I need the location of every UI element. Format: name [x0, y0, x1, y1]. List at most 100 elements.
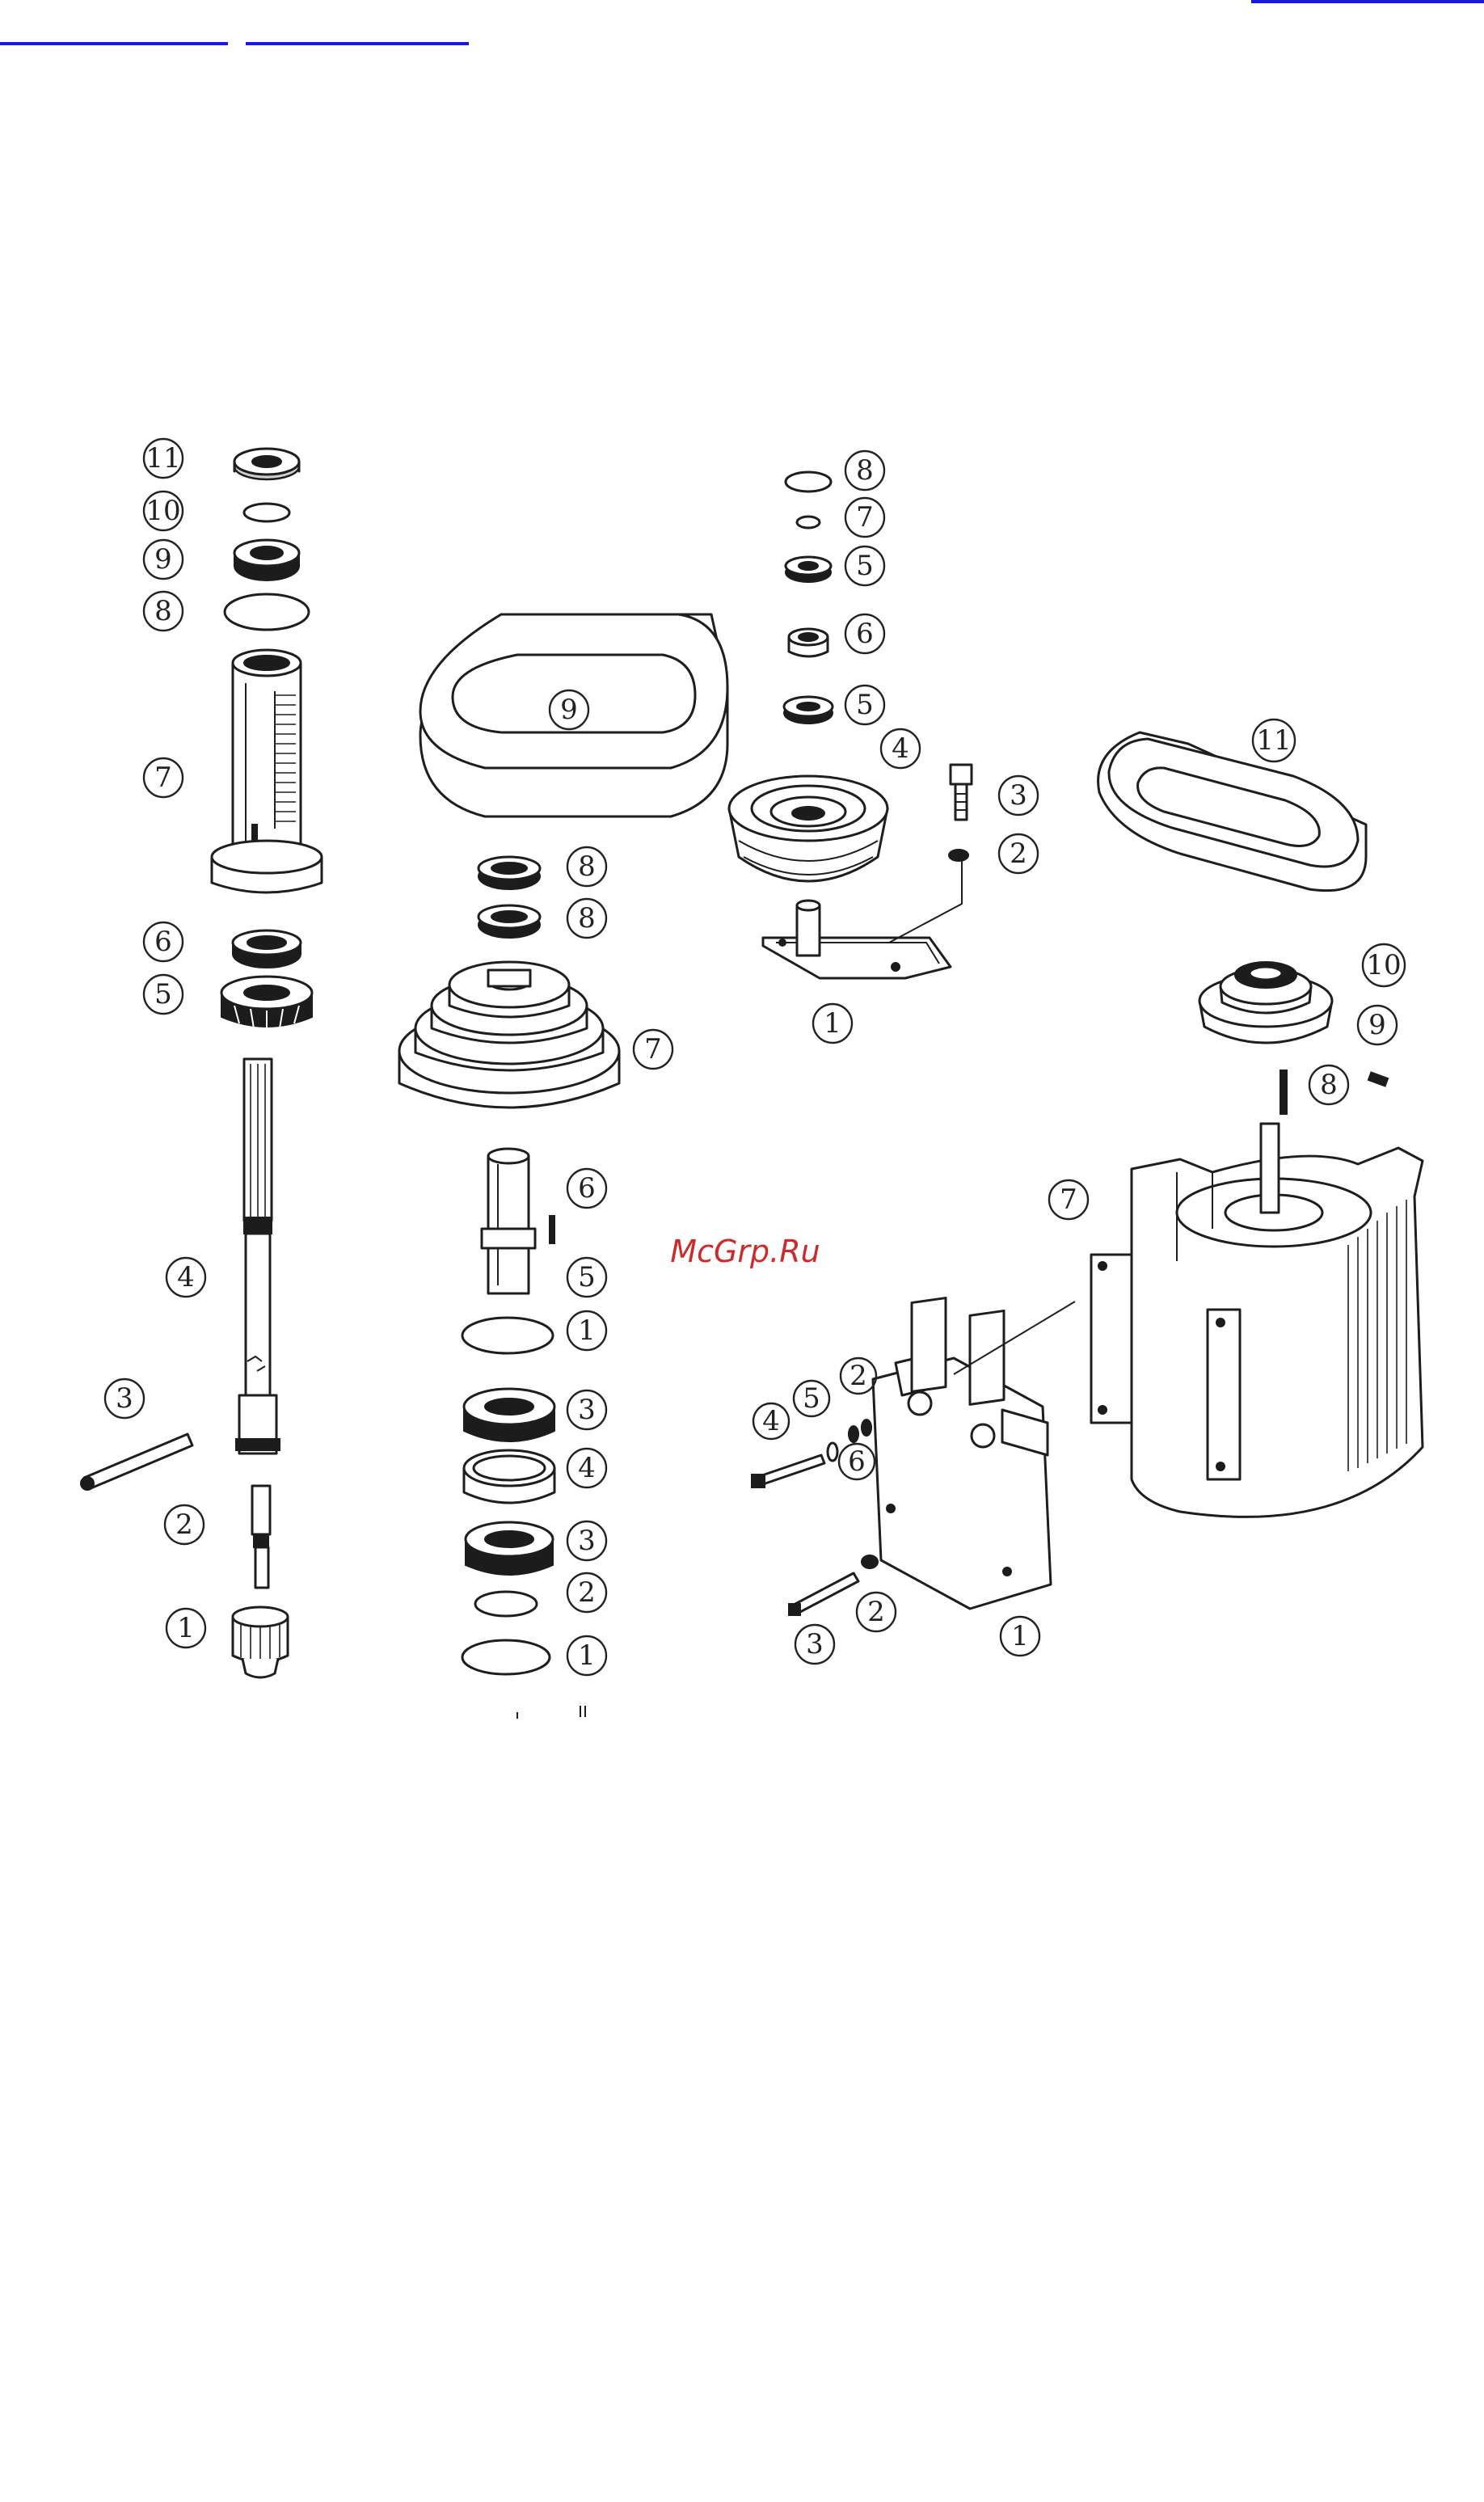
callout: 8 — [567, 847, 606, 886]
svg-text:5: 5 — [856, 550, 874, 582]
spindle-part-5-bearing — [221, 977, 312, 1030]
svg-text:9: 9 — [154, 543, 172, 576]
svg-text:3: 3 — [578, 1525, 596, 1557]
spindle-part-2-arbor — [252, 1486, 270, 1588]
svg-text:3: 3 — [1010, 779, 1027, 812]
motor-part-3-bolt — [789, 1573, 858, 1615]
svg-text:8: 8 — [578, 850, 596, 883]
callout: 1 — [567, 1311, 606, 1350]
spindle-part-4-shaft — [236, 1059, 280, 1454]
svg-text:9: 9 — [560, 694, 578, 726]
callout: 6 — [144, 922, 183, 961]
svg-text:6: 6 — [856, 618, 874, 650]
svg-text:7: 7 — [154, 762, 172, 794]
callout: 8 — [567, 899, 606, 938]
svg-text:1: 1 — [177, 1612, 195, 1644]
svg-text:1: 1 — [824, 1007, 841, 1040]
svg-text:3: 3 — [806, 1628, 824, 1660]
svg-text:1: 1 — [1011, 1620, 1029, 1652]
pulley-part-6-key — [550, 1216, 554, 1243]
pulley-part-5-sleeve — [482, 1149, 535, 1293]
spindle-part-10-washer — [244, 504, 289, 521]
idler-part-4-pulley — [729, 776, 887, 881]
motor-part-8-key — [1280, 1070, 1287, 1114]
motor-part-4-bolt — [752, 1455, 824, 1487]
spindle-part-6-bearing — [233, 930, 301, 968]
svg-text:3: 3 — [578, 1394, 596, 1426]
pulley-part-7-stepped-pulley — [399, 962, 619, 1108]
pulley-callouts: 9 8 8 7 6 5 1 3 4 3 2 1 — [550, 690, 672, 1675]
svg-text:10: 10 — [145, 495, 180, 527]
svg-text:5: 5 — [154, 978, 172, 1011]
spindle-part-11-nut — [234, 449, 299, 479]
callout: 1 — [1001, 1617, 1039, 1656]
motor-part-2-nut — [849, 1426, 858, 1442]
svg-text:8: 8 — [856, 454, 874, 487]
motor-part-2-nut — [862, 1555, 878, 1568]
callout: 3 — [999, 776, 1038, 815]
callout: 3 — [795, 1625, 834, 1664]
callout: 5 — [845, 686, 884, 724]
pulley-part-3-bearing — [464, 1389, 554, 1441]
idler-part-8-ring — [786, 472, 831, 492]
callout: 4 — [567, 1449, 606, 1487]
spindle-part-8-ring — [225, 594, 309, 630]
svg-text:4: 4 — [762, 1405, 780, 1437]
callout: 4 — [753, 1403, 789, 1439]
callout: 8 — [144, 592, 183, 631]
spindle-part-3-drift — [81, 1434, 192, 1490]
callout: 3 — [567, 1521, 606, 1560]
callout: 10 — [144, 492, 183, 530]
svg-text:6: 6 — [578, 1172, 596, 1205]
pulley-part-1-snap-ring — [462, 1640, 550, 1674]
pulley-part-3-bearing — [466, 1522, 553, 1575]
callout: 6 — [567, 1169, 606, 1208]
callout: 2 — [857, 1593, 896, 1631]
motor-part-1-mount-plate — [873, 1298, 1075, 1609]
idler-pulley-assembly: 8 7 5 6 5 4 3 2 1 — [729, 451, 1038, 1043]
svg-text:4: 4 — [892, 732, 909, 765]
callout: 2 — [841, 1358, 876, 1394]
callout: 9 — [144, 540, 183, 579]
callout: 4 — [167, 1258, 205, 1297]
motor-part-7-motor — [1091, 1124, 1423, 1517]
callout: 9 — [1358, 1006, 1397, 1044]
callout: 8 — [845, 451, 884, 490]
callout: 7 — [1049, 1180, 1088, 1219]
svg-text:7: 7 — [1060, 1183, 1077, 1216]
svg-text:6: 6 — [848, 1445, 866, 1478]
idler-part-5-bearing — [784, 697, 833, 724]
svg-text:1: 1 — [578, 1639, 596, 1672]
svg-text:6: 6 — [154, 926, 172, 958]
motor-part-6-nut — [862, 1420, 871, 1436]
svg-text:2: 2 — [867, 1596, 885, 1628]
svg-text:9: 9 — [1368, 1009, 1386, 1041]
callout: 2 — [999, 834, 1038, 873]
svg-text:4: 4 — [578, 1452, 596, 1484]
svg-text:5: 5 — [578, 1261, 596, 1293]
idler-part-2-nut — [949, 850, 968, 861]
idler-part-7-washer — [797, 517, 820, 528]
svg-text:2: 2 — [578, 1576, 596, 1609]
idler-part-6-spacer — [789, 629, 828, 656]
watermark-text: McGrp.Ru — [670, 1234, 820, 1269]
svg-text:10: 10 — [1366, 949, 1401, 981]
svg-text:7: 7 — [856, 501, 874, 534]
svg-text:11: 11 — [1256, 724, 1291, 757]
callout: 8 — [1309, 1065, 1348, 1104]
callout: 1 — [813, 1004, 852, 1043]
motor-part-9-set-screw — [1368, 1073, 1388, 1086]
callout: 7 — [845, 498, 884, 537]
callout: 5 — [794, 1381, 829, 1416]
motor-part-5-washer — [828, 1443, 837, 1461]
spindle-pulley-assembly: 9 8 8 7 6 5 1 3 4 3 2 1 — [399, 614, 727, 1719]
spindle-part-1-nut — [233, 1607, 288, 1677]
idler-part-5-bearing — [786, 557, 831, 582]
motor-part-11-belt — [1098, 732, 1366, 891]
pulley-part-4-sleeve — [464, 1450, 554, 1503]
callout: 3 — [105, 1379, 144, 1418]
svg-text:11: 11 — [145, 442, 180, 475]
spindle-assembly: 11 10 9 8 7 6 5 4 3 2 1 — [81, 439, 322, 1677]
callout: 10 — [1363, 944, 1405, 986]
